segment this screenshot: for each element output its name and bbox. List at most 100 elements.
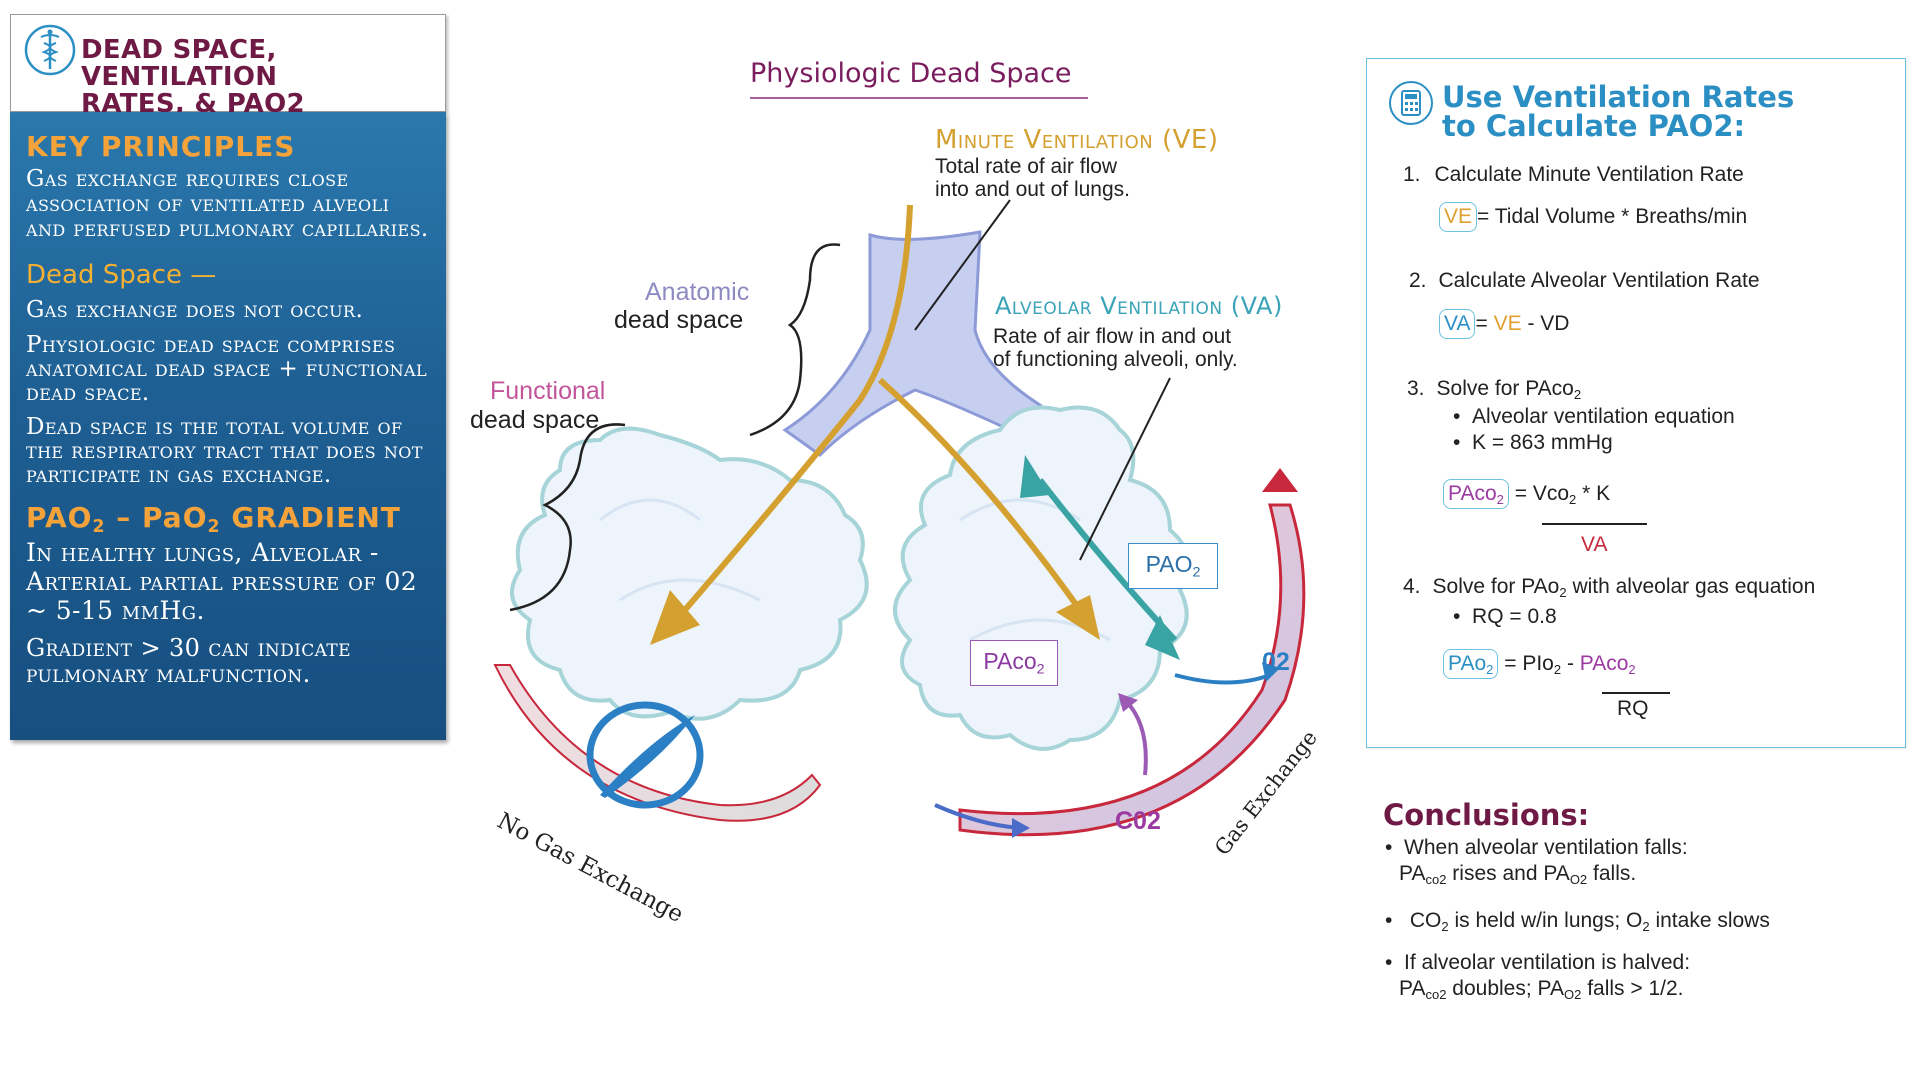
step-3-num: 3. <box>1407 377 1425 400</box>
minute-ventilation-arrow-left <box>669 204 913 627</box>
gradient-heading-sub2: 2 <box>207 517 221 538</box>
c1-falls: falls. <box>1587 862 1637 885</box>
gradient-heading: PAO2 – PaO2 GRADIENT <box>26 501 430 538</box>
step-3-bullet-1: • Alveolar ventilation equation <box>1453 405 1735 428</box>
c2-co: CO <box>1409 909 1442 932</box>
c1-pa-sub: co2 <box>1425 871 1447 887</box>
c3-falls: falls > 1/2. <box>1581 977 1684 1000</box>
anatomic-bracket <box>749 243 841 437</box>
principle-total-volume: Dead space is the total volume of the re… <box>26 414 423 488</box>
conclusion-1: • When alveolar ventilation falls: PAco2… <box>1385 835 1885 887</box>
calc-title-2: to Calculate PAO2: <box>1442 109 1746 143</box>
conclusions-title: Conclusions: <box>1383 798 1590 832</box>
minute-ventilation-leader <box>914 199 1011 331</box>
c2-co-sub: 2 <box>1441 918 1449 934</box>
step-4-equation: PAo2 = PIo2 - PAco2 <box>1443 649 1636 679</box>
step-4-minus: - <box>1561 652 1580 675</box>
alveolar-teal-arrowhead-down <box>1145 615 1180 660</box>
paco2-box-text: PAco <box>983 648 1037 674</box>
pao2-formula-box-sub: 2 <box>1486 661 1494 677</box>
alveolar-teal-arrowhead-up <box>1020 455 1050 498</box>
alveolar-gold-arrow-right <box>877 377 1083 612</box>
o2-arrow <box>1174 673 1271 685</box>
paco2-box-sub: 2 <box>1036 661 1045 678</box>
title-card: DEAD SPACE, VENTILATION RATES, & PAO2 <box>10 14 446 118</box>
step-1-equation: VE= Tidal Volume * Breaths/min <box>1439 202 1747 232</box>
va-box: VA <box>1439 309 1476 339</box>
principle-physiologic: Physiologic dead space comprises anatomi… <box>26 332 428 406</box>
paco2-formula-box-sub: 2 <box>1496 491 1504 507</box>
key-principles-heading: KEY PRINCIPLES <box>26 130 296 163</box>
step-1: 1.Calculate Minute Ventilation Rate <box>1403 163 1744 187</box>
conclusion-3-line-1: If alveolar ventilation is halved: <box>1404 951 1691 974</box>
principle-gas-exchange: Gas exchange requires close association … <box>26 166 429 242</box>
calculator-icon <box>1389 81 1433 125</box>
principle-healthy-gradient: In healthy lungs, Alveolar - Arterial pa… <box>26 538 418 625</box>
step-3-bullet-1-text: Alveolar ventilation equation <box>1472 405 1735 428</box>
trachea <box>782 230 1043 457</box>
step-3-bullet-2: • K = 863 mmHg <box>1453 431 1613 454</box>
step-3-denominator: VA <box>1581 533 1608 556</box>
step-4-bullet-1-text: RQ = 0.8 <box>1472 605 1557 628</box>
functional-label-1: Functional <box>490 377 606 405</box>
step-2-eq-rest: - VD <box>1527 312 1570 335</box>
step-4-pio2: = PIo <box>1504 652 1554 675</box>
step-3-numerator-rest: * K <box>1576 482 1611 505</box>
step-3-numerator: = Vco <box>1514 482 1570 505</box>
step-4-paco2: PAco <box>1579 652 1629 675</box>
step-3-bullet-2-text: K = 863 mmHg <box>1472 431 1613 454</box>
co2-arrowhead <box>1118 693 1138 712</box>
step-1-eq-rest: = Tidal Volume * Breaths/min <box>1477 205 1748 228</box>
conclusion-3: • If alveolar ventilation is halved: PAc… <box>1385 950 1885 1002</box>
minute-ventilation-arrowhead-left <box>650 590 700 645</box>
step-3-text: Solve for PAco <box>1436 377 1574 400</box>
principle-malfunction: Gradient > 30 can indicate pulmonary mal… <box>26 634 351 688</box>
c1-rises-sub: O2 <box>1569 871 1588 887</box>
step-2-ve: VE <box>1493 312 1522 335</box>
step-3-equation: PAco2 = Vco2 * K <box>1443 479 1610 509</box>
blood-inflow-arrowhead <box>1012 818 1030 838</box>
step-4-fraction-bar <box>1602 692 1670 694</box>
minute-ventilation-heading: Minute Ventilation (VE) <box>935 125 1219 155</box>
c3-pa-sub: co2 <box>1425 986 1447 1002</box>
step-3: 3. Solve for PAco2 <box>1407 377 1581 401</box>
key-principles-panel: KEY PRINCIPLES Gas exchange requires clo… <box>10 112 446 740</box>
blocked-capillary-icon <box>586 701 704 809</box>
gradient-heading-sub1: 2 <box>92 517 106 538</box>
pao2-formula-box: PAo2 <box>1443 649 1499 679</box>
step-3-sub: 2 <box>1573 386 1582 402</box>
step-4-text-b: with alveolar gas equation <box>1566 575 1816 598</box>
alveolar-ventilation-desc-1: Rate of air flow in and out <box>993 325 1232 348</box>
alveolar-ventilation-leader <box>1079 377 1171 561</box>
title-line-1: DEAD SPACE, VENTILATION <box>81 35 278 92</box>
ve-box: VE <box>1439 202 1478 232</box>
pao2-formula-box-text: PAo <box>1448 652 1487 675</box>
blood-inflow-arrow <box>934 803 1021 830</box>
step-2-equation: VA= VE - VD <box>1439 309 1569 339</box>
step-4-paco2-sub: 2 <box>1628 661 1636 677</box>
diagram-title: Physiologic Dead Space <box>750 58 1072 89</box>
pao2-box-text: PAO <box>1145 551 1193 577</box>
co2-arrow <box>1123 698 1148 776</box>
step-4-pio2-sub: 2 <box>1553 661 1562 677</box>
c1-rises: rises and PA <box>1446 862 1570 885</box>
gradient-heading-b: – PaO <box>105 501 208 534</box>
alveolar-gold-arrowhead-right <box>1056 595 1100 640</box>
pao2-box-sub: 2 <box>1192 564 1201 581</box>
step-4-num: 4. <box>1403 575 1421 598</box>
step-4-bullet-1: • RQ = 0.8 <box>1453 605 1557 628</box>
calculation-panel: Use Ventilation Rates to Calculate PAO2:… <box>1366 58 1906 748</box>
conclusion-1-line-2: PAco2 rises and PAO2 falls. <box>1399 861 1885 887</box>
step-3-fraction-bar <box>1542 523 1647 525</box>
paco2-box: PAco2 <box>970 640 1058 686</box>
gas-exchange-arrowhead <box>1262 468 1298 492</box>
step-2: 2.Calculate Alveolar Ventilation Rate <box>1409 269 1760 293</box>
functional-bracket <box>509 423 626 612</box>
step-2-eq-sign: = <box>1475 312 1488 335</box>
paco2-formula-box-text: PAco <box>1448 482 1497 505</box>
step-1-num: 1. <box>1403 163 1421 186</box>
gas-exchange-arc <box>958 503 1306 837</box>
c2-held: is held w/in lungs; O <box>1448 909 1643 932</box>
step-4-sub: 2 <box>1559 584 1567 600</box>
c3-doubles-sub: O2 <box>1564 986 1582 1002</box>
